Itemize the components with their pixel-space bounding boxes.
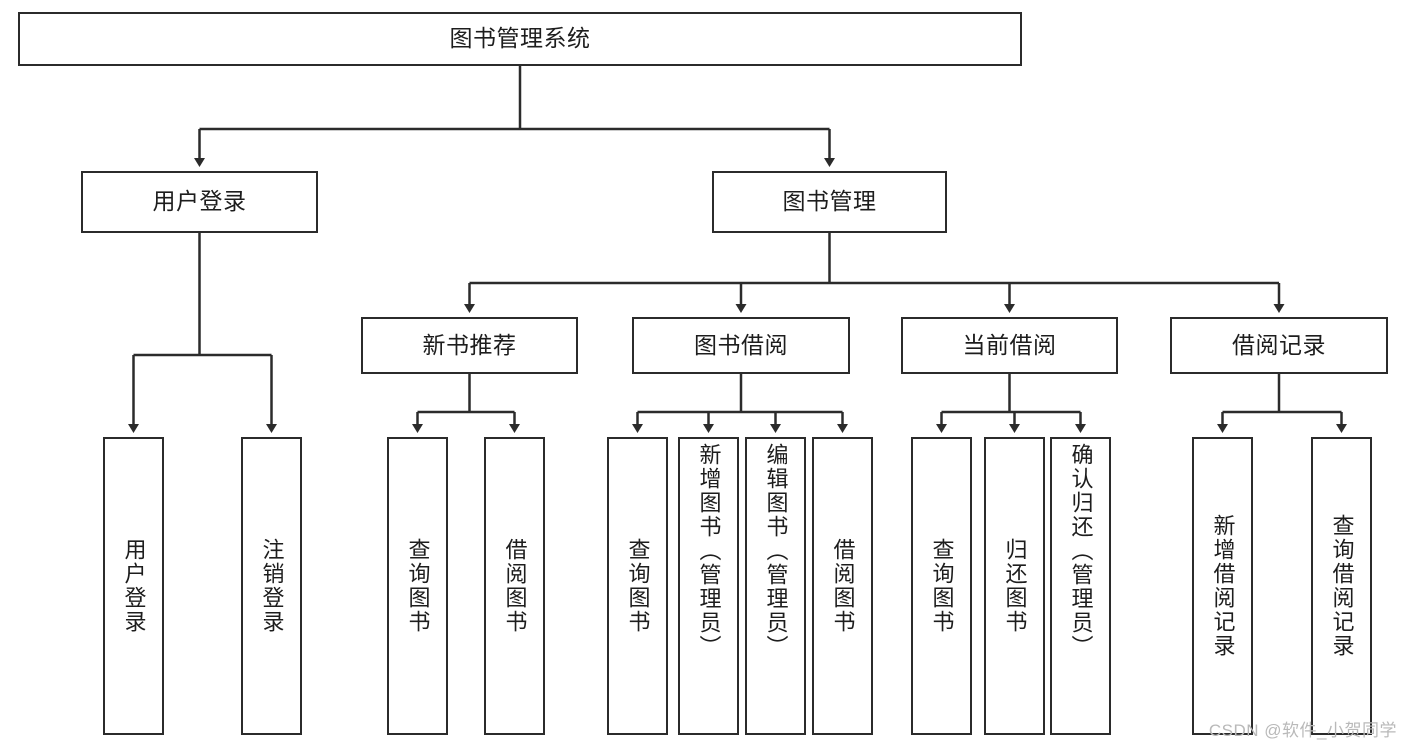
node-label: 新增借阅记录 <box>1210 514 1236 658</box>
node-label: 借阅图书 <box>830 538 856 634</box>
node-label: 注销登录 <box>259 538 285 634</box>
watermark-text: CSDN @软件_小贺同学 <box>1208 721 1397 740</box>
node-label: 编辑图书（管理员） <box>763 443 789 659</box>
node-l_logout[interactable]: 注销登录 <box>241 437 302 735</box>
node-label: 查询图书 <box>405 538 431 634</box>
node-newbook[interactable]: 新书推荐 <box>361 317 578 374</box>
node-l_conf[interactable]: 确认归还（管理员） <box>1050 437 1111 735</box>
node-l_addrec[interactable]: 新增借阅记录 <box>1192 437 1253 735</box>
node-label: 图书管理系统 <box>449 25 591 52</box>
node-current[interactable]: 当前借阅 <box>901 317 1118 374</box>
node-l_b1[interactable]: 借阅图书 <box>484 437 545 735</box>
node-label: 用户登录 <box>121 538 147 634</box>
node-label: 图书借阅 <box>694 331 788 358</box>
node-label: 确认归还（管理员） <box>1068 443 1094 659</box>
node-l_edit[interactable]: 编辑图书（管理员） <box>745 437 806 735</box>
node-borrow[interactable]: 图书借阅 <box>632 317 850 374</box>
node-label: 新增图书（管理员） <box>696 443 722 659</box>
node-label: 用户登录 <box>152 188 247 215</box>
node-l_ret[interactable]: 归还图书 <box>984 437 1045 735</box>
node-label: 查询借阅记录 <box>1329 514 1355 658</box>
node-label: 当前借阅 <box>962 331 1057 358</box>
node-login[interactable]: 用户登录 <box>81 171 318 233</box>
node-label: 查询图书 <box>929 538 955 634</box>
node-l_q3[interactable]: 查询图书 <box>911 437 972 735</box>
node-record[interactable]: 借阅记录 <box>1170 317 1388 374</box>
node-label: 新书推荐 <box>422 331 517 358</box>
node-label: 归还图书 <box>1002 538 1028 634</box>
node-label: 图书管理 <box>782 188 877 215</box>
node-bookmgmt[interactable]: 图书管理 <box>712 171 947 233</box>
node-l_add[interactable]: 新增图书（管理员） <box>678 437 739 735</box>
node-l_q2[interactable]: 查询图书 <box>607 437 668 735</box>
node-l_login[interactable]: 用户登录 <box>103 437 164 735</box>
node-l_q1[interactable]: 查询图书 <box>387 437 448 735</box>
node-label: 查询图书 <box>625 538 651 634</box>
node-label: 借阅图书 <box>502 538 528 634</box>
node-label: 借阅记录 <box>1232 331 1326 358</box>
node-l_b2[interactable]: 借阅图书 <box>812 437 873 735</box>
node-root[interactable]: 图书管理系统 <box>18 12 1022 66</box>
node-l_qrec[interactable]: 查询借阅记录 <box>1311 437 1372 735</box>
